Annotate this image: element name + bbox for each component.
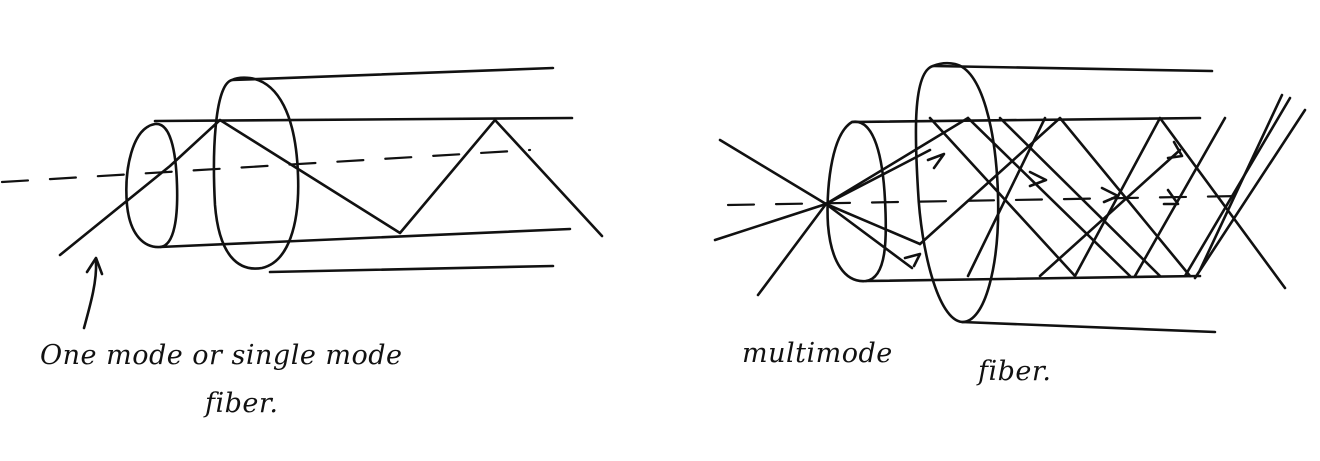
ray-arrow-icon [1100, 186, 1120, 204]
single-mode-core [125, 116, 574, 249]
multimode-incoming-rays [713, 116, 970, 297]
ray-arrow-icon [926, 152, 946, 170]
single-mode-ray [58, 118, 604, 257]
single-mode-caption-line1: One mode or single mode [40, 340, 403, 371]
pointer-arrow [82, 260, 98, 330]
multimode-fiber [713, 61, 1307, 334]
multimode-axis [726, 194, 1242, 207]
multimode-exit-rays [1183, 93, 1307, 280]
ray-arrow-icon [1028, 170, 1048, 188]
pointer-arrowhead-icon [85, 256, 104, 276]
single-mode-caption-line2: fiber. [205, 388, 279, 419]
multimode-core [826, 116, 1202, 283]
multimode-direction-arrowheads [903, 140, 1184, 268]
ray-arrow-icon [1166, 140, 1184, 160]
ray-arrow-icon [903, 252, 922, 268]
multimode-caption-line2: fiber. [978, 356, 1052, 387]
single-mode-axis [0, 148, 532, 184]
ray-arrow-icon [1162, 188, 1180, 206]
single-mode-fiber [0, 66, 604, 274]
multimode-cladding [914, 61, 1217, 334]
multimode-caption-line1: multimode [742, 338, 893, 369]
